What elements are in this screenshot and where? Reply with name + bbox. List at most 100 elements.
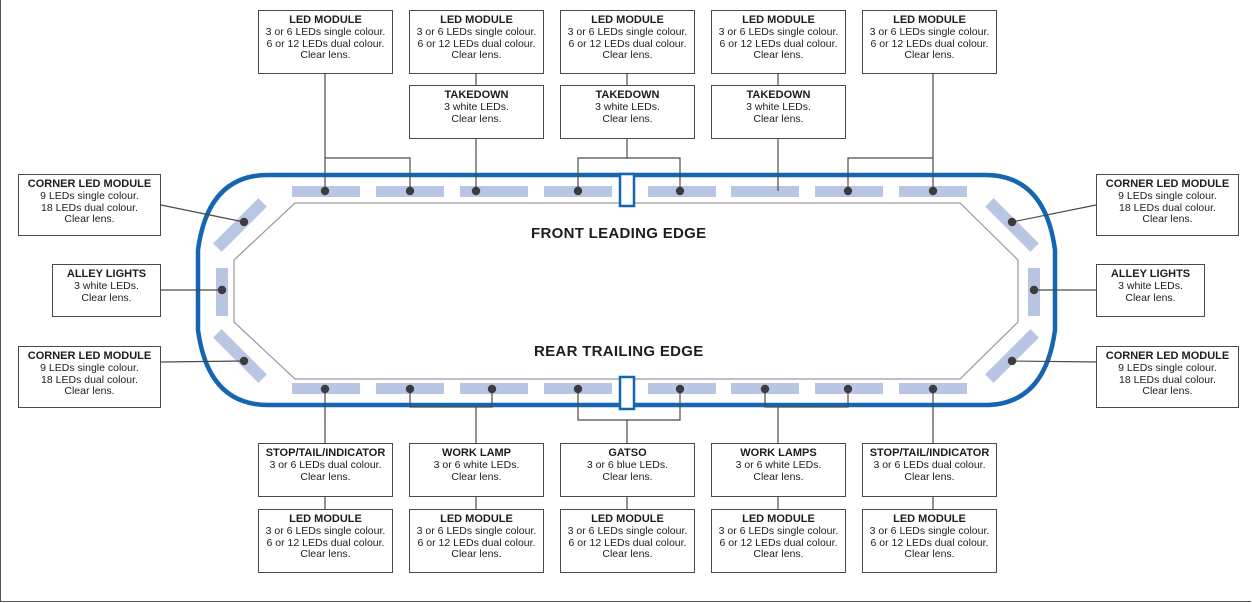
- box-line: 9 LEDs single colour.: [1118, 362, 1217, 374]
- box-line: 6 or 12 LEDs dual colour.: [568, 536, 687, 549]
- box-line: 3 or 6 white LEDs.: [735, 459, 822, 471]
- connection-dot: [843, 384, 853, 394]
- box-line: 3 or 6 blue LEDs.: [586, 459, 669, 471]
- corner-segment-rear-right: [985, 329, 1039, 383]
- right-corner-front-module: CORNER LED MODULE 9 LEDs single colour. …: [1096, 174, 1239, 236]
- box-line: Clear lens.: [904, 49, 955, 61]
- box-line: Clear lens.: [64, 213, 115, 225]
- right-alley-lights: ALLEY LIGHTS 3 white LEDs. Clear lens.: [1096, 264, 1205, 317]
- front-led-segment: [460, 186, 528, 197]
- right-corner-rear-module: CORNER LED MODULE 9 LEDs single colour. …: [1096, 346, 1239, 408]
- bottom-function-work-lamp: WORK LAMP 3 or 6 white LEDs. Clear lens.: [409, 443, 544, 497]
- left-corner-rear-module: CORNER LED MODULE 9 LEDs single colour. …: [18, 346, 161, 408]
- bottom-function-stop-tail-indicator-left: STOP/TAIL/INDICATOR 3 or 6 LEDs dual col…: [258, 443, 393, 497]
- box-line: Clear lens.: [1142, 385, 1193, 397]
- bottom-function-gatso: GATSO 3 or 6 blue LEDs. Clear lens.: [560, 443, 695, 497]
- connection-dot: [471, 186, 481, 196]
- lightbar-inner-outline: [233, 202, 1019, 380]
- connector-right-corner-rear: [1011, 360, 1097, 363]
- connector-takedown-2-left: [577, 139, 628, 191]
- connection-dot: [320, 384, 330, 394]
- box-line: 3 white LEDs.: [595, 101, 660, 113]
- box-line: 3 white LEDs.: [1118, 280, 1183, 292]
- connection-dot: [487, 384, 497, 394]
- box-title: LED MODULE: [591, 513, 664, 525]
- connection-dot: [573, 186, 583, 196]
- box-line: 3 or 6 LEDs single colour.: [567, 525, 688, 537]
- box-title: GATSO: [608, 447, 647, 459]
- box-line: 9 LEDs single colour.: [1118, 190, 1217, 202]
- box-line: Clear lens.: [1125, 291, 1176, 304]
- box-line: 18 LEDs dual colour.: [1119, 373, 1216, 386]
- box-line: Clear lens.: [753, 49, 804, 61]
- box-line: 3 white LEDs.: [444, 101, 509, 113]
- box-title: CORNER LED MODULE: [1105, 178, 1230, 190]
- box-title: LED MODULE: [742, 14, 815, 26]
- corner-segment-rear-right-shape: [985, 329, 1039, 383]
- box-line: 6 or 12 LEDs dual colour.: [417, 37, 536, 50]
- box-line: 3 or 6 LEDs dual colour.: [873, 459, 986, 471]
- connection-dot: [675, 384, 685, 394]
- top-led-module-4: LED MODULE 3 or 6 LEDs single colour. 6 …: [711, 10, 846, 74]
- corner-segment-rear-left-shape: [213, 329, 267, 383]
- corner-segment-front-left: [213, 198, 267, 252]
- box-line: 3 or 6 white LEDs.: [433, 459, 520, 471]
- top-led-module-2: LED MODULE 3 or 6 LEDs single colour. 6 …: [409, 10, 544, 74]
- box-line: 3 or 6 LEDs single colour.: [416, 26, 537, 38]
- box-line: 18 LEDs dual colour.: [41, 201, 138, 214]
- box-title: LED MODULE: [289, 513, 362, 525]
- box-line: Clear lens.: [753, 548, 804, 560]
- box-line: Clear lens.: [300, 49, 351, 61]
- box-line: Clear lens.: [451, 112, 502, 125]
- box-line: 3 or 6 LEDs single colour.: [416, 525, 537, 537]
- left-alley-lights: ALLEY LIGHTS 3 white LEDs. Clear lens.: [52, 264, 161, 317]
- box-line: 6 or 12 LEDs dual colour.: [719, 37, 838, 50]
- box-line: 3 white LEDs.: [74, 280, 139, 292]
- bottom-function-stop-tail-indicator-right: STOP/TAIL/INDICATOR 3 or 6 LEDs dual col…: [862, 443, 997, 497]
- box-line: Clear lens.: [451, 548, 502, 560]
- connection-dot: [928, 384, 938, 394]
- box-line: 3 or 6 LEDs single colour.: [265, 26, 386, 38]
- box-title: LED MODULE: [440, 513, 513, 525]
- box-title: CORNER LED MODULE: [27, 350, 152, 362]
- connection-dot: [1007, 217, 1017, 227]
- box-line: Clear lens.: [602, 49, 653, 61]
- bottom-led-module-1: LED MODULE 3 or 6 LEDs single colour. 6 …: [258, 509, 393, 573]
- connection-dot: [1007, 356, 1017, 366]
- connector-top-module-1-branch: [325, 157, 411, 191]
- box-line: 6 or 12 LEDs dual colour.: [417, 536, 536, 549]
- box-title: TAKEDOWN: [595, 89, 660, 101]
- box-title: LED MODULE: [440, 14, 513, 26]
- top-led-module-5: LED MODULE 3 or 6 LEDs single colour. 6 …: [862, 10, 997, 74]
- box-line: 3 or 6 LEDs single colour.: [265, 525, 386, 537]
- front-center-separator: [618, 172, 636, 208]
- rear-trailing-edge-label: REAR TRAILING EDGE: [534, 343, 704, 360]
- takedown-3: TAKEDOWN 3 white LEDs. Clear lens.: [711, 85, 846, 139]
- box-line: Clear lens.: [753, 470, 804, 483]
- bottom-led-module-4: LED MODULE 3 or 6 LEDs single colour. 6 …: [711, 509, 846, 573]
- connector-work-lamps-pair: [764, 389, 849, 408]
- box-line: 3 or 6 LEDs dual colour.: [269, 459, 382, 471]
- box-title: LED MODULE: [893, 14, 966, 26]
- top-led-module-1: LED MODULE 3 or 6 LEDs single colour. 6 …: [258, 10, 393, 74]
- connector-right-corner-front: [1011, 204, 1097, 223]
- box-title: STOP/TAIL/INDICATOR: [869, 447, 990, 459]
- connection-dot: [1029, 285, 1039, 295]
- box-line: 6 or 12 LEDs dual colour.: [719, 536, 838, 549]
- box-line: 18 LEDs dual colour.: [41, 373, 138, 386]
- connection-dot: [843, 186, 853, 196]
- connection-dot: [405, 186, 415, 196]
- box-line: 3 white LEDs.: [746, 101, 811, 113]
- connection-dot: [675, 186, 685, 196]
- bottom-function-work-lamps: WORK LAMPS 3 or 6 white LEDs. Clear lens…: [711, 443, 846, 497]
- box-title: WORK LAMPS: [740, 447, 817, 459]
- takedown-1: TAKEDOWN 3 white LEDs. Clear lens.: [409, 85, 544, 139]
- bottom-led-module-2: LED MODULE 3 or 6 LEDs single colour. 6 …: [409, 509, 544, 573]
- connection-dot: [405, 384, 415, 394]
- box-title: WORK LAMP: [441, 447, 512, 459]
- box-line: 18 LEDs dual colour.: [1119, 201, 1216, 214]
- connection-dot: [320, 186, 330, 196]
- box-line: Clear lens.: [300, 470, 351, 483]
